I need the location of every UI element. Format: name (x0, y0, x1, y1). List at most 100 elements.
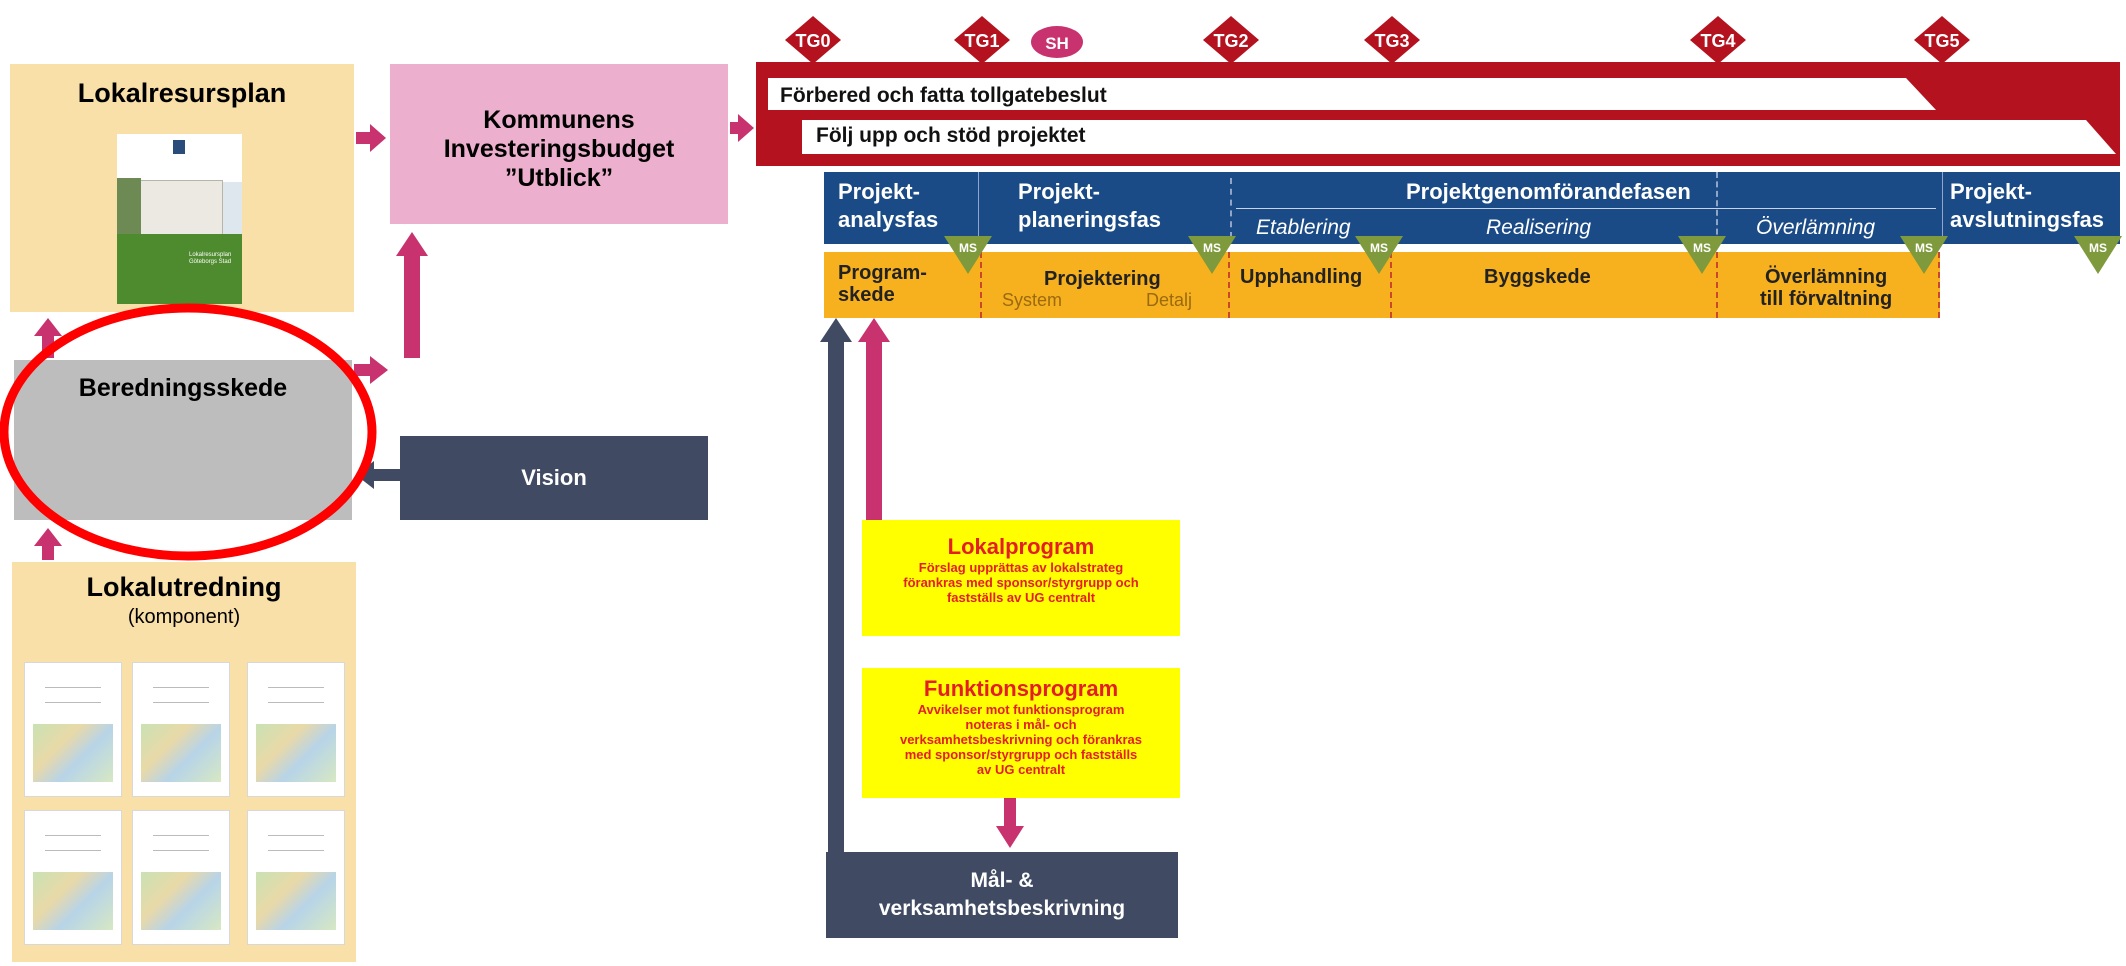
phase-etablering: Etablering (1256, 216, 1351, 239)
red-band-row2-label: Följ upp och stöd projektet (816, 124, 1086, 147)
beredningsskede-box: Beredningsskede (14, 360, 352, 520)
lokalutredning-box: Lokalutredning (komponent) (12, 562, 356, 962)
tollgate-tg5: TG5 (1914, 16, 1970, 64)
tollgate-markers: TG0 TG1 TG2 TG3 TG4 TG5 SH (785, 16, 1970, 64)
mal-verksamhet-line1: Mål- & (970, 869, 1034, 892)
phase-analys: Projekt- analysfas (838, 178, 938, 234)
arrow-mal-to-program (820, 318, 852, 854)
funktionsprogram-body-3: verksamhetsbeskrivning och förankras (899, 732, 1143, 747)
lokalprogram-body-3: fastställs av UG centralt (946, 590, 1096, 605)
red-band-arrows (768, 78, 2116, 154)
arrow-lokalprogram-to-program (858, 318, 890, 520)
lokalresursplan-cover-title: Lokalresursplan Göteborgs Stad (189, 252, 232, 265)
tollgate-tg4: TG4 (1690, 16, 1746, 64)
lokalresursplan-title: Lokalresursplan (77, 78, 287, 108)
lokalutredning-document-thumbnail (247, 662, 345, 797)
tollgate-tg5-label: TG5 (1924, 31, 1959, 51)
mal-verksamhet-box: Mål- & verksamhetsbeskrivning (826, 852, 1178, 938)
lokalprogram-body-1: Förslag upprättas av lokalstrateg (918, 560, 1124, 575)
stage-projektering: Projektering (1044, 268, 1161, 290)
tollgate-tg4-label: TG4 (1700, 31, 1735, 51)
phase-analys-line2: analysfas (838, 207, 939, 232)
milestone-ms-2: MS (1188, 236, 1236, 274)
stage-overlamning: Överlämning till förvaltning (1760, 266, 1892, 310)
phase-avslutning-line2: avslutningsfas (1950, 207, 2105, 232)
arrow-forbered (768, 78, 1936, 110)
beredningsskede-title: Beredningsskede (78, 374, 288, 402)
milestone-ms-6: MS (2074, 236, 2122, 274)
stage-system: System (1002, 290, 1063, 310)
lokalprogram-body-2: förankras med sponsor/styrgrupp och (903, 575, 1139, 590)
lokalresursplan-box: Lokalresursplan Lokalresursplan Göteborg… (10, 64, 354, 312)
vision-box: Vision (400, 436, 708, 520)
funktionsprogram-body-2: noteras i mål- och (965, 717, 1077, 732)
arrow-budget-to-process (730, 114, 754, 142)
milestone-ms-3: MS (1355, 236, 1403, 274)
vision-label: Vision (521, 465, 587, 490)
milestone-ms-4-label: MS (1693, 241, 1711, 255)
arrow-beredning-right (354, 356, 388, 384)
tollgate-tg1-label: TG1 (964, 31, 999, 51)
arrow-up-to-budget (396, 232, 428, 358)
stage-detalj: Detalj (1146, 290, 1193, 310)
investeringsbudget-line3: ”Utblick” (504, 164, 614, 192)
tollgate-tg3-label: TG3 (1374, 31, 1409, 51)
lokalprogram-box: Lokalprogram Förslag upprättas av lokals… (862, 520, 1180, 636)
phase-avslutning: Projekt- avslutningsfas (1950, 178, 2104, 234)
phase-avslutning-line1: Projekt- (1950, 179, 2032, 204)
phase-realisering: Realisering (1486, 216, 1592, 239)
phase-planering-line1: Projekt- (1018, 179, 1100, 204)
funktionsprogram-box: Funktionsprogram Avvikelser mot funktion… (862, 668, 1180, 798)
investeringsbudget-line2: Investeringsbudget (443, 135, 675, 163)
funktionsprogram-body-1: Avvikelser mot funktionsprogram (917, 702, 1125, 717)
lokalutredning-document-thumbnail (24, 810, 122, 945)
lokalutredning-document-thumbnail (132, 662, 230, 797)
milestone-ms-5-label: MS (1915, 241, 1933, 255)
milestone-ms-5: MS (1900, 236, 1948, 274)
stage-overlamning-line1: Överlämning (1764, 266, 1888, 288)
stage-overlamning-line2: till förvaltning (1760, 288, 1893, 310)
arrow-lokalresursplan-to-budget (356, 124, 386, 152)
milestone-markers: MS MS MS MS MS MS (944, 236, 2122, 274)
phase-analys-line1: Projekt- (838, 179, 920, 204)
lokalresursplan-cover-image: Lokalresursplan Göteborgs Stad (117, 134, 242, 304)
red-band-row1-label: Förbered och fatta tollgatebeslut (780, 84, 1107, 107)
sh-badge: SH (1031, 26, 1083, 58)
lokalutredning-subtitle: (komponent) (127, 606, 241, 628)
tollgate-tg1: TG1 (954, 16, 1010, 64)
tollgate-tg0: TG0 (785, 16, 841, 64)
phase-genomforande: Projektgenomförandefasen (1406, 179, 1691, 204)
tollgate-tg2-label: TG2 (1213, 31, 1248, 51)
stage-byggskede: Byggskede (1484, 266, 1591, 288)
arrow-lokalutredning-to-beredning (34, 528, 62, 560)
sh-badge-label: SH (1045, 34, 1069, 53)
funktionsprogram-body-5: av UG centralt (976, 762, 1066, 777)
lokalutredning-document-thumbnail (247, 810, 345, 945)
stage-program-line1: Program- (838, 262, 927, 284)
milestone-ms-2-label: MS (1203, 241, 1221, 255)
milestone-ms-1: MS (944, 236, 992, 274)
lokalutredning-document-thumbnail (132, 810, 230, 945)
phase-planering-line2: planeringsfas (1018, 207, 1162, 232)
arrow-folj-upp (802, 120, 2116, 154)
milestone-ms-4: MS (1678, 236, 1726, 274)
stage-program: Program- skede (838, 262, 927, 306)
phase-planering: Projekt- planeringsfas (1018, 178, 1161, 234)
funktionsprogram-title: Funktionsprogram (923, 676, 1119, 701)
investeringsbudget-box: Kommunens Investeringsbudget ”Utblick” (390, 64, 728, 224)
milestone-ms-1-label: MS (959, 241, 977, 255)
lokalutredning-title: Lokalutredning (86, 572, 282, 602)
investeringsbudget-line1: Kommunens (483, 106, 635, 134)
stage-upphandling: Upphandling (1240, 266, 1363, 288)
milestone-ms-3-label: MS (1370, 241, 1388, 255)
stage-program-line2: skede (838, 284, 895, 306)
lokalprogram-title: Lokalprogram (947, 534, 1095, 559)
funktionsprogram-body-4: med sponsor/styrgrupp och fastställs (904, 747, 1138, 762)
highlight-circle (0, 303, 377, 561)
milestone-ms-6-label: MS (2089, 241, 2107, 255)
lokalutredning-document-thumbnail (24, 662, 122, 797)
arrow-funktionsprogram-to-mal (996, 798, 1024, 848)
tollgate-tg0-label: TG0 (795, 31, 830, 51)
phase-overlamning: Överlämning (1756, 216, 1876, 239)
